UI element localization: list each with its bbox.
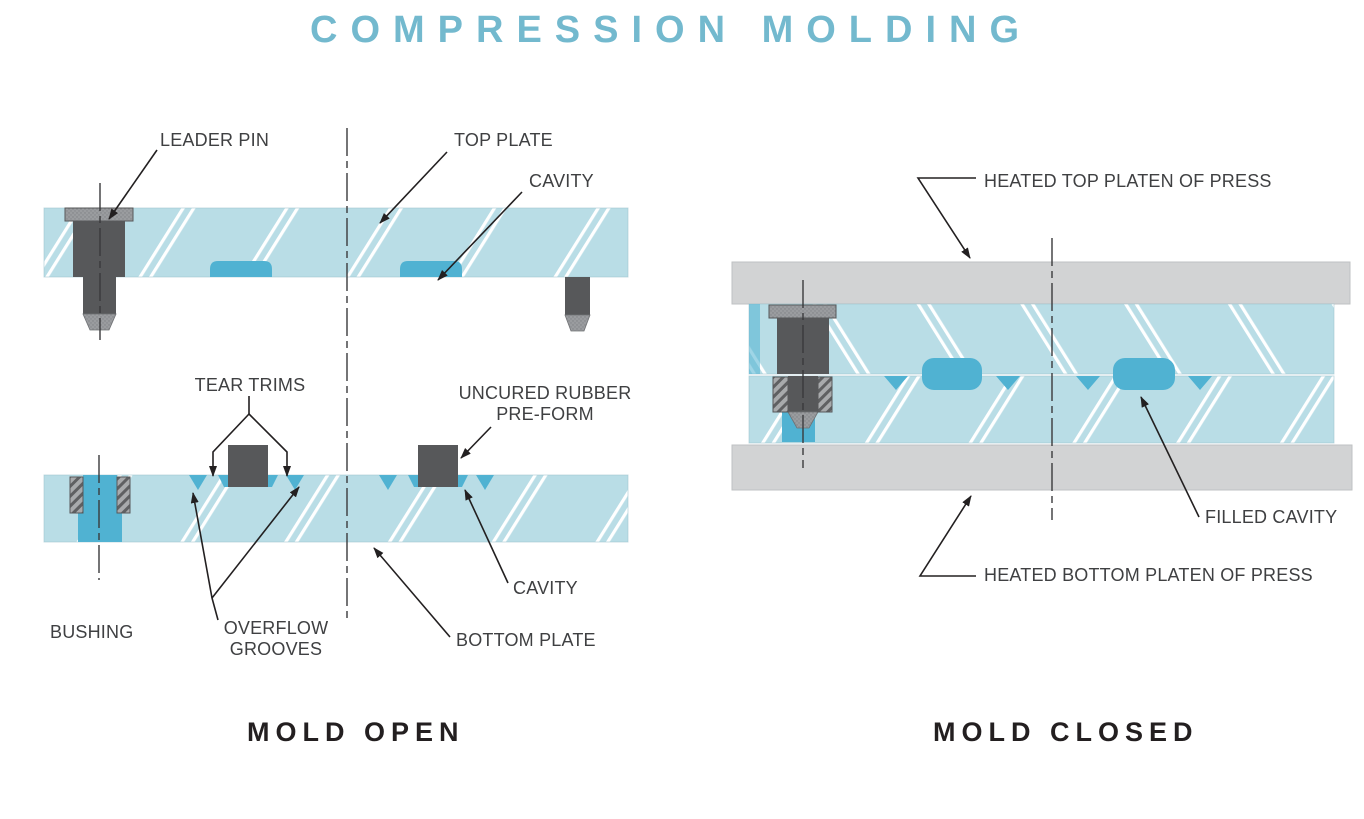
rubber-preform — [228, 445, 268, 487]
cavity-recess-1 — [210, 261, 272, 277]
top-platen — [732, 262, 1350, 304]
closed-top-plate — [748, 303, 1335, 375]
cavity-assembly-1 — [189, 445, 304, 490]
bushing-sleeve — [772, 376, 789, 413]
label-cavity-top: CAVITY — [529, 171, 594, 191]
bushing — [69, 455, 131, 580]
bottom-plate — [43, 445, 629, 580]
caption-mold-closed: MOLD CLOSED — [933, 717, 1199, 747]
label-bushing: BUSHING — [50, 622, 133, 642]
filled-cavity-1 — [884, 358, 1020, 390]
leader-lines-right — [916, 177, 1200, 577]
overflow-groove — [379, 475, 397, 490]
leader-pin-right — [564, 277, 591, 332]
label-overflow-line2: GROOVES — [230, 639, 322, 659]
label-top-platen: HEATED TOP PLATEN OF PRESS — [984, 171, 1272, 191]
overflow-groove — [476, 475, 494, 490]
mold-open-diagram: LEADER PIN TOP PLATE CAVITY TEAR TRIMS U… — [43, 128, 632, 747]
rubber-preform — [418, 445, 458, 487]
overflow-groove — [996, 376, 1020, 390]
cavity-assembly-2 — [379, 445, 494, 490]
cavity-recess-2 — [400, 261, 462, 277]
label-overflow-line1: OVERFLOW — [224, 618, 329, 638]
label-uncured-rubber-line1: UNCURED RUBBER — [459, 383, 632, 403]
overflow-groove — [286, 475, 304, 490]
caption-mold-open: MOLD OPEN — [247, 717, 465, 747]
leader-lines-left — [108, 149, 523, 638]
closed-bottom-plate — [748, 375, 1335, 444]
label-leader-pin: LEADER PIN — [160, 130, 269, 150]
bushing-sleeve — [817, 376, 833, 413]
bottom-platen — [732, 445, 1352, 490]
label-bottom-plate: BOTTOM PLATE — [456, 630, 596, 650]
label-top-plate: TOP PLATE — [454, 130, 553, 150]
top-plate — [43, 183, 629, 340]
overflow-groove — [1188, 376, 1212, 390]
label-bottom-platen: HEATED BOTTOM PLATEN OF PRESS — [984, 565, 1313, 585]
leader-pin-closed — [768, 280, 837, 468]
label-uncured-rubber-line2: PRE-FORM — [496, 404, 594, 424]
label-cavity-bottom: CAVITY — [513, 578, 578, 598]
filled-cavity-2 — [1076, 358, 1212, 390]
edge-slot — [749, 304, 760, 374]
label-tear-trims: TEAR TRIMS — [195, 375, 306, 395]
overflow-groove — [189, 475, 207, 490]
overflow-groove — [884, 376, 908, 390]
overflow-groove — [1076, 376, 1100, 390]
leader-pin — [64, 183, 134, 340]
page-title: COMPRESSION MOLDING — [310, 9, 1032, 51]
label-filled-cavity: FILLED CAVITY — [1205, 507, 1337, 527]
mold-closed-diagram: HEATED TOP PLATEN OF PRESS FILLED CAVITY… — [731, 171, 1353, 747]
